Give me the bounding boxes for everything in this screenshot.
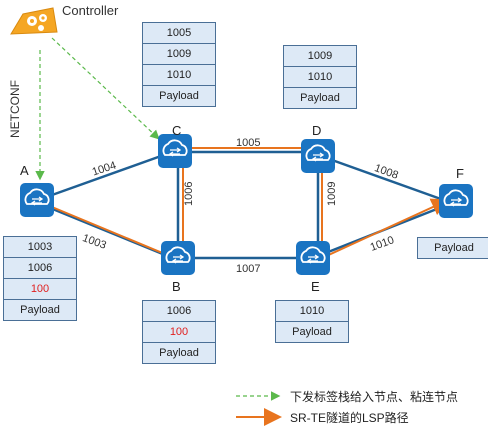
stack-cell-node-label: 100	[143, 322, 215, 343]
node-label-c: C	[172, 123, 182, 138]
label-stack-b: 1006 100 Payload	[142, 300, 216, 364]
stack-cell: Payload	[276, 322, 348, 342]
router-a-icon	[19, 182, 55, 218]
link-label-b-e: 1007	[236, 263, 261, 275]
router-c-icon	[157, 133, 193, 169]
link-label-c-d: 1005	[236, 137, 261, 149]
node-label-d: D	[312, 123, 322, 138]
stack-cell-node-label: 100	[4, 279, 76, 300]
stack-cell: 1009	[143, 44, 215, 65]
stack-cell: Payload	[418, 238, 488, 258]
stack-cell: 1005	[143, 23, 215, 44]
stack-cell: Payload	[143, 343, 215, 363]
label-stack-c: 1005 1009 1010 Payload	[142, 22, 216, 107]
stack-cell: 1003	[4, 237, 76, 258]
router-e-icon	[295, 240, 331, 276]
node-label-f: F	[456, 166, 464, 181]
stack-cell: Payload	[4, 300, 76, 320]
stack-cell: 1006	[143, 301, 215, 322]
link-d-f	[317, 153, 453, 205]
netconf-to-c	[51, 37, 160, 140]
lsp-e-f	[321, 198, 450, 259]
link-a-c	[37, 149, 176, 202]
router-d-icon	[300, 138, 336, 174]
stack-cell: Payload	[143, 86, 215, 106]
node-label-a: A	[20, 163, 29, 178]
topology-links	[37, 149, 453, 261]
label-stack-f: Payload	[417, 237, 488, 259]
stack-cell: 1009	[284, 46, 356, 67]
controller-icon	[10, 7, 58, 35]
stack-cell: 1010	[276, 301, 348, 322]
legend-orange-text: SR-TE隧道的LSP路径	[290, 411, 409, 425]
label-stack-a: 1003 1006 100 Payload	[3, 236, 77, 321]
node-label-b: B	[172, 279, 181, 294]
router-b-icon	[160, 240, 196, 276]
stack-cell: 1010	[284, 67, 356, 88]
router-f-icon	[438, 183, 474, 219]
node-label-e: E	[311, 279, 320, 294]
link-label-d-e: 1009	[326, 181, 338, 206]
legend-green-text: 下发标签栈给入节点、粘连节点	[290, 390, 459, 404]
label-stack-d: 1009 1010 Payload	[283, 45, 357, 109]
stack-cell: Payload	[284, 88, 356, 108]
lsp-a-b	[39, 201, 173, 258]
label-stack-e: 1010 Payload	[275, 300, 349, 343]
link-label-c-b: 1006	[183, 181, 195, 206]
stack-cell: 1010	[143, 65, 215, 86]
netconf-label: NETCONF	[8, 80, 22, 138]
stack-cell: 1006	[4, 258, 76, 279]
controller-label: Controller	[62, 3, 119, 18]
netconf-arrows	[35, 37, 160, 181]
